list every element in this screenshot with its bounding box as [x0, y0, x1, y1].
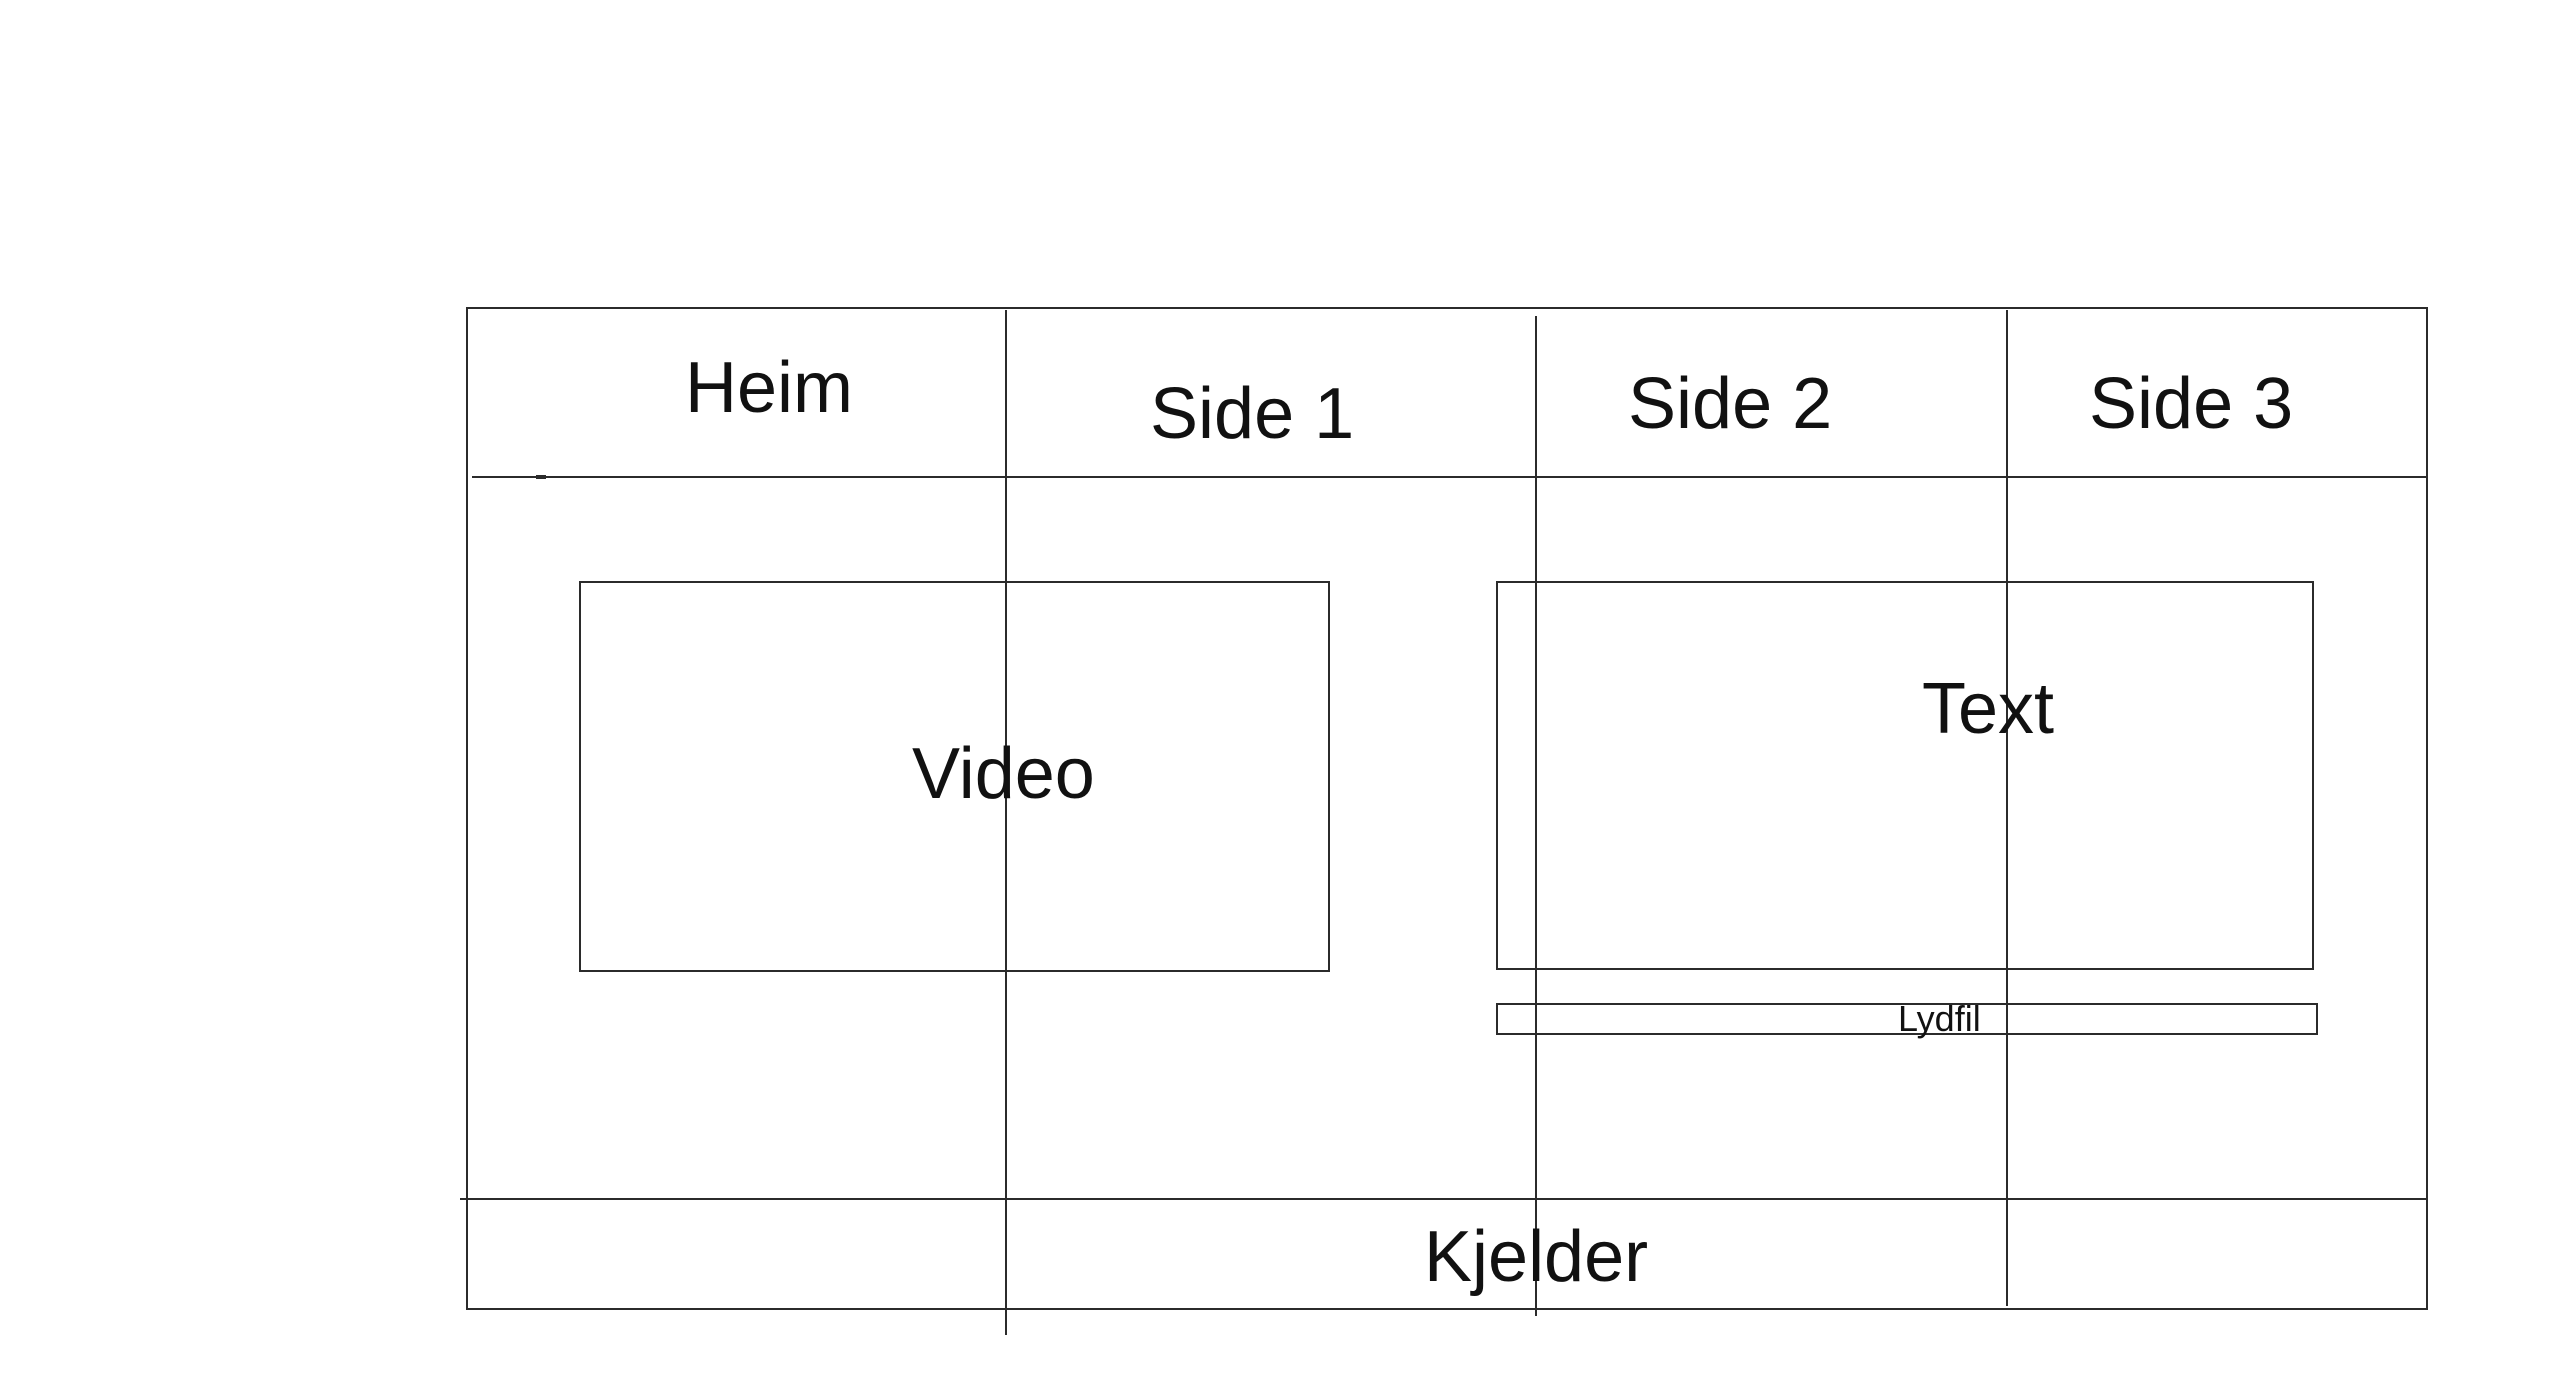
header-divider	[472, 476, 2428, 478]
audio-file-label: Lydfil	[1898, 998, 1981, 1039]
text-label: Text	[1922, 669, 2055, 749]
footer-label: Kjelder	[1424, 1217, 1649, 1297]
page-frame	[466, 307, 2428, 1310]
nav-item-heim[interactable]: Heim	[685, 348, 854, 428]
text-placeholder	[1496, 581, 2314, 970]
column-line-3	[2006, 310, 2008, 1306]
column-line-2	[1535, 316, 1537, 1316]
video-placeholder[interactable]	[579, 581, 1330, 972]
nav-item-side-3[interactable]: Side 3	[2089, 364, 2294, 444]
audio-file-bar[interactable]	[1496, 1003, 2318, 1035]
video-label: Video	[912, 734, 1095, 814]
footer-divider	[460, 1198, 2428, 1200]
nav-item-side-2[interactable]: Side 2	[1628, 364, 1833, 444]
column-line-1	[1005, 310, 1007, 1335]
header-divider-tick	[536, 475, 546, 479]
nav-item-side-1[interactable]: Side 1	[1150, 374, 1355, 454]
